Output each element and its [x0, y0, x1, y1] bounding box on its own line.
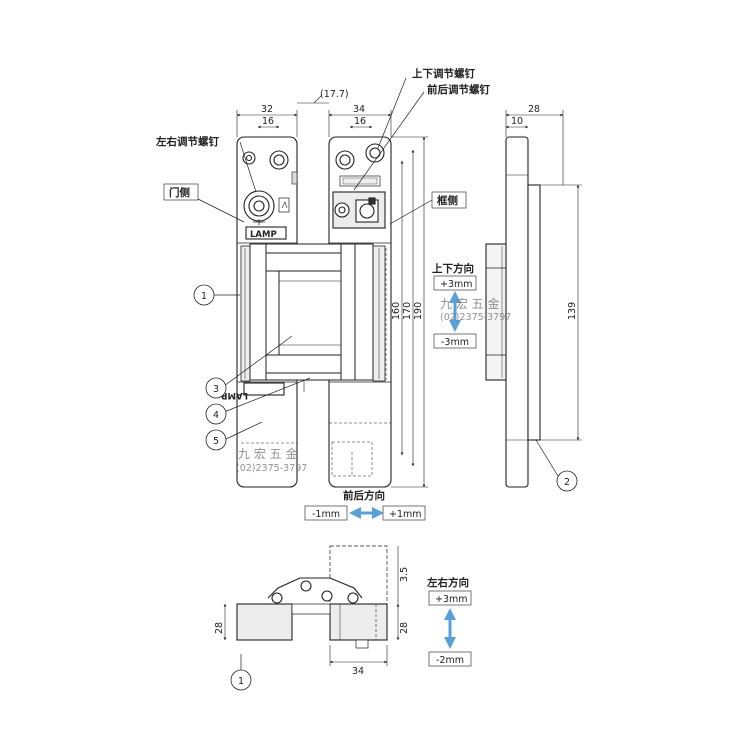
dim-3-5: 3.5: [399, 567, 410, 582]
brand-logo-top: LAMP: [250, 230, 277, 240]
ud-plus-value: +3mm: [440, 279, 473, 290]
text-layer: 上下调节螺钉 前后调节螺钉 左右调节螺钉 门侧 框侧 上下方向 前后方向 左右方…: [155, 67, 578, 687]
watermark-name-1: 九 宏 五 金: [440, 296, 499, 311]
callout-1-bottom: 1: [238, 676, 244, 687]
left-leaf: [236, 136, 298, 488]
ud-direction-label: 上下方向: [432, 262, 474, 275]
door-side-box: [163, 183, 199, 201]
lr-minus-value: -2mm: [436, 655, 464, 666]
fb-plus-box: [382, 505, 426, 521]
dimension-lines: [223, 94, 582, 666]
dim-34: 34: [353, 104, 365, 115]
lr-direction-label: 左右方向: [426, 576, 469, 589]
lr-screw-label: 左右调节螺钉: [155, 135, 219, 148]
dim-32: 32: [261, 104, 273, 115]
dim-34-bottom: 34: [352, 666, 364, 677]
ud-plus-box: [433, 275, 477, 291]
frame-side-label: 框侧: [437, 194, 458, 207]
ud-screw-label: 上下调节螺钉: [412, 67, 475, 80]
door-side-label: 门侧: [169, 186, 190, 199]
hinge-linkage: [249, 243, 374, 392]
dim-170: 170: [402, 302, 413, 320]
frame-side-box: [431, 191, 467, 209]
watermark-phone-1: (02)2375-3797: [440, 312, 511, 323]
callout-4: 4: [213, 410, 219, 421]
dim-10: 10: [511, 116, 523, 127]
dim-28-right: 28: [399, 622, 410, 634]
watermark-name-2: 九 宏 五 金: [238, 446, 297, 461]
callout-2: 2: [564, 477, 570, 488]
fb-plus-value: +1mm: [389, 509, 422, 520]
fb-direction-label: 前后方向: [343, 489, 385, 502]
lr-plus-box: [428, 590, 472, 606]
bottom-view: [236, 545, 388, 649]
lr-plus-value: +3mm: [435, 594, 468, 605]
callout-5: 5: [213, 436, 219, 447]
dim-16-left: 16: [262, 116, 274, 127]
dim-160: 160: [391, 302, 402, 320]
dim-16-right: 16: [354, 116, 366, 127]
leader-lines: [179, 77, 559, 670]
fb-screw-label: 前后调节螺钉: [427, 83, 490, 96]
watermark-phone-2: (02)2375-3797: [236, 463, 307, 474]
fb-minus-box: [304, 505, 348, 521]
ud-minus-box: [433, 333, 477, 349]
callout-circles: [193, 284, 578, 691]
fb-minus-value: -1mm: [312, 509, 340, 520]
dim-28: 28: [528, 104, 540, 115]
dim-28-left: 28: [214, 622, 225, 634]
adjust-arrows: [349, 291, 461, 649]
side-view: [485, 136, 541, 488]
ud-minus-value: -3mm: [441, 337, 469, 348]
brand-logo-bottom: LAMP: [221, 390, 248, 400]
dim-17-7: (17.7): [320, 89, 349, 100]
dim-190: 190: [413, 302, 424, 320]
dim-139: 139: [567, 302, 578, 320]
lr-minus-box: [428, 651, 472, 667]
callout-3: 3: [213, 384, 219, 395]
callout-1: 1: [201, 291, 207, 302]
